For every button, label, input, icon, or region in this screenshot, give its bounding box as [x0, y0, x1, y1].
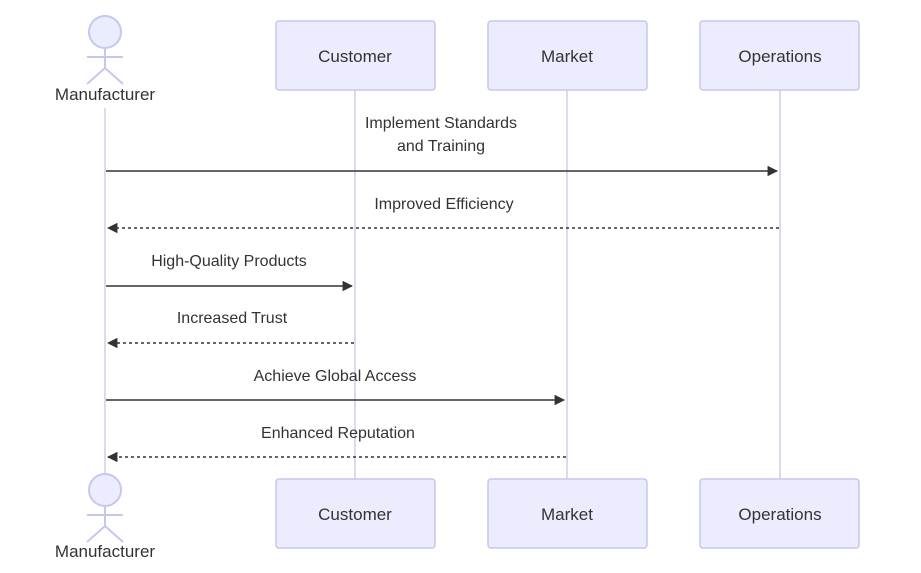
actor-manufacturer-bottom: Manufacturer: [55, 473, 155, 561]
participants-top: Manufacturer Customer Market Operations: [55, 15, 860, 104]
message-label-line: Enhanced Reputation: [261, 425, 415, 442]
participant-label-customer: Customer: [318, 47, 392, 66]
message-label-line: Improved Efficiency: [374, 196, 513, 213]
message-label-line: Increased Trust: [177, 310, 288, 327]
message-high-quality-products: High-Quality Products: [106, 253, 354, 292]
participant-box-customer: Customer: [275, 20, 436, 91]
message-label-line: Achieve Global Access: [254, 368, 417, 385]
message-increased-trust: Increased Trust: [106, 310, 354, 349]
message-label-line: Implement Standards: [365, 115, 517, 132]
participant-box-customer-bottom: Customer: [275, 478, 436, 549]
participants-bottom: Manufacturer Customer Market Operations: [55, 473, 860, 561]
message-enhanced-reputation: Enhanced Reputation: [106, 425, 566, 463]
message-implement-standards: Implement Standards and Training: [106, 115, 779, 177]
participant-box-operations-bottom: Operations: [699, 478, 860, 549]
participant-box-market-bottom: Market: [487, 478, 648, 549]
messages: Implement Standards and Training Improve…: [106, 115, 779, 463]
actor-label-manufacturer: Manufacturer: [55, 85, 155, 104]
actor-label-manufacturer: Manufacturer: [55, 542, 155, 561]
stick-figure-icon: [86, 473, 124, 543]
participant-label-operations: Operations: [738, 505, 821, 524]
lifelines: [104, 90, 781, 480]
participant-label-customer: Customer: [318, 505, 392, 524]
message-label-line: and Training: [397, 138, 485, 155]
stick-figure-icon: [86, 15, 124, 85]
message-label-line: High-Quality Products: [151, 253, 307, 270]
participant-label-market: Market: [541, 505, 593, 524]
actor-manufacturer-top: Manufacturer: [55, 15, 155, 104]
participant-label-operations: Operations: [738, 47, 821, 66]
participant-label-market: Market: [541, 47, 593, 66]
participant-box-market: Market: [487, 20, 648, 91]
message-improved-efficiency: Improved Efficiency: [106, 196, 779, 234]
message-achieve-global-access: Achieve Global Access: [106, 368, 566, 406]
participant-box-operations: Operations: [699, 20, 860, 91]
